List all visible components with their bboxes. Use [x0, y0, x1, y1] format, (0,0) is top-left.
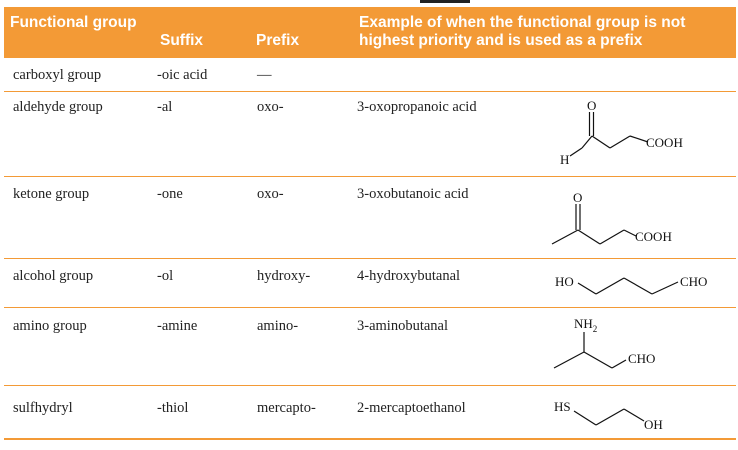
structure-2-mercaptoethanol: HS OH	[540, 393, 730, 435]
row-amino-group: amino group	[13, 318, 87, 334]
row-amino-prefix: amino-	[257, 318, 299, 334]
row-ketone-prefix: oxo-	[257, 186, 284, 202]
row-divider	[4, 91, 736, 92]
row-divider	[4, 258, 736, 259]
row-carboxyl-prefix: —	[257, 67, 272, 83]
table-header: Functional group Suffix Prefix Example o…	[4, 7, 736, 58]
row-alcohol-suffix: -ol	[157, 268, 174, 284]
structure-4-hydroxybutanal: HO CHO	[540, 264, 730, 304]
header-example: Example of when the functional group is …	[359, 14, 686, 49]
group-nh2: NH2	[574, 316, 597, 334]
row-aldehyde-example: 3-oxopropanoic acid	[357, 99, 477, 115]
atom-h: H	[560, 152, 569, 167]
structure-3-oxobutanoic-acid: O COOH	[540, 182, 730, 254]
header-suffix: Suffix	[160, 32, 204, 49]
row-aldehyde-suffix: -al	[157, 99, 173, 115]
row-sulfhydryl-prefix: mercapto-	[257, 400, 316, 416]
row-ketone-example: 3-oxobutanoic acid	[357, 186, 469, 202]
row-ketone-suffix: -one	[157, 186, 183, 202]
group-cho: CHO	[680, 274, 707, 289]
subscript-2: 2	[593, 324, 598, 334]
row-alcohol-group: alcohol group	[13, 268, 94, 284]
group-cooh: COOH	[635, 229, 672, 244]
row-divider	[4, 176, 736, 177]
row-ketone-group: ketone group	[13, 186, 90, 202]
row-aldehyde-group: aldehyde group	[13, 99, 103, 115]
row-sulfhydryl-suffix: -thiol	[157, 400, 189, 416]
row-sulfhydryl-example: 2-mercaptoethanol	[357, 400, 466, 416]
group-oh: OH	[644, 417, 663, 432]
row-aldehyde-prefix: oxo-	[257, 99, 284, 115]
atom-nh: NH	[574, 316, 593, 331]
atom-o: O	[587, 98, 596, 113]
row-alcohol-prefix: hydroxy-	[257, 268, 311, 284]
row-sulfhydryl-group: sulfhydryl	[13, 400, 73, 416]
row-amino-example: 3-aminobutanal	[357, 318, 449, 334]
group-ho: HO	[555, 274, 574, 289]
structure-3-oxopropanoic-acid: O H COOH	[540, 96, 730, 171]
group-hs: HS	[554, 399, 571, 414]
cropped-caption-edge	[420, 0, 470, 3]
row-carboxyl-group: carboxyl group	[13, 67, 102, 83]
table-bottom-rule	[4, 438, 736, 440]
atom-o: O	[573, 190, 582, 205]
row-carboxyl-suffix: -oic acid	[157, 67, 208, 83]
group-cooh: COOH	[646, 135, 683, 150]
row-amino-suffix: -amine	[157, 318, 198, 334]
row-divider	[4, 385, 736, 386]
structure-3-aminobutanal: NH2 CHO	[540, 312, 730, 378]
row-alcohol-example: 4-hydroxybutanal	[357, 268, 461, 284]
header-prefix: Prefix	[256, 32, 300, 49]
row-divider	[4, 307, 736, 308]
header-functional-group: Functional group	[10, 14, 137, 31]
group-cho: CHO	[628, 351, 655, 366]
